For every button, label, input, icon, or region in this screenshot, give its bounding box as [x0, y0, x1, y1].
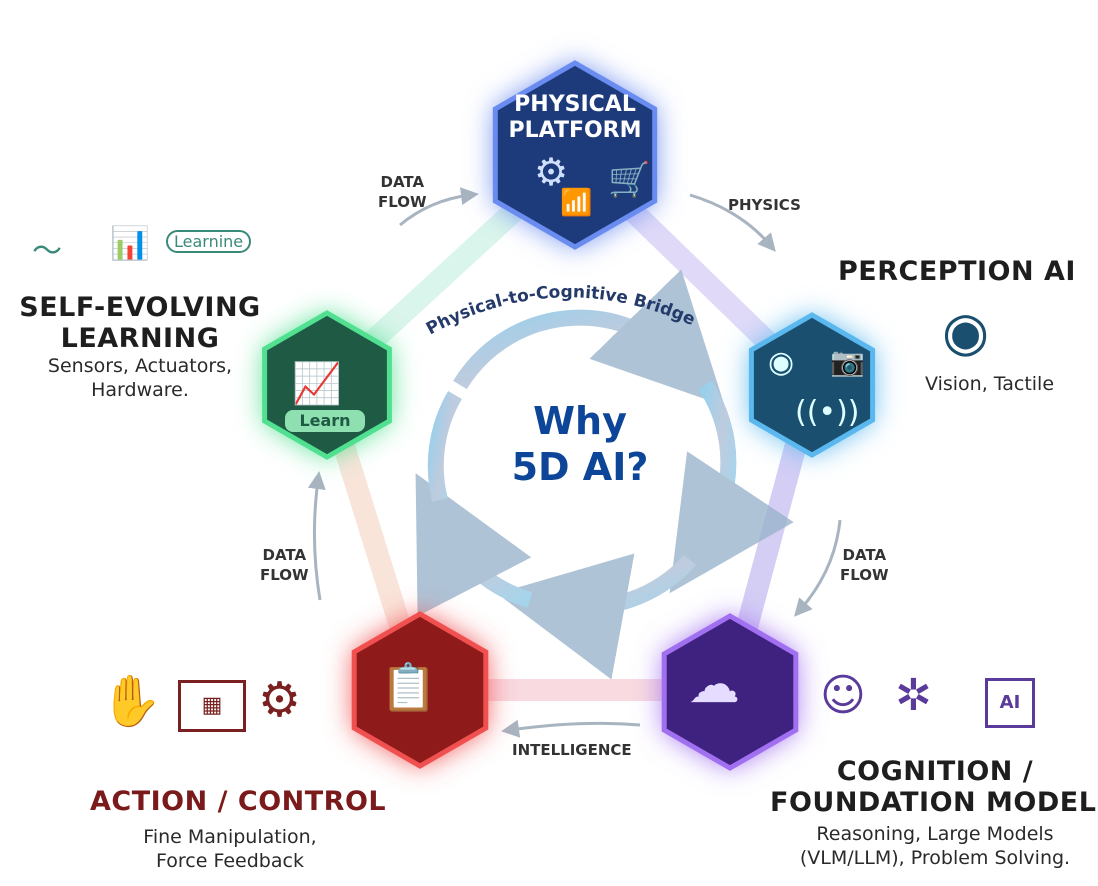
edge-line: DATA [262, 546, 307, 564]
center-title: Why 5D AI? [480, 398, 680, 490]
edge-label-right: DATA FLOW [840, 545, 889, 585]
title-line: COGNITION / [836, 756, 1034, 787]
center-line1: Why [533, 399, 627, 443]
eye-icon: ◉ [768, 345, 795, 380]
action-title: ACTION / CONTROL [90, 786, 387, 817]
edge-line: FLOW [378, 193, 427, 211]
edge-line: FLOW [260, 566, 309, 584]
neural-network-icon: ✲ [895, 670, 932, 721]
agv-robot-icon: 🛒 [608, 160, 651, 200]
subtitle-line: (VLM/LLM), Problem Solving. [799, 847, 1071, 869]
perception-hex [748, 312, 876, 458]
flow-arrow-top-left [399, 187, 479, 227]
center-line2: 5D AI? [511, 445, 649, 489]
physical-platform-title: PHYSICAL PLATFORM [495, 92, 655, 144]
megaphone-hand-icon: 📋 [380, 660, 438, 714]
camera-icon: 📷 [830, 345, 865, 378]
motor-icon: ⚙ [258, 672, 302, 728]
subtitle-line: Reasoning, Large Models [816, 823, 1054, 845]
bridge-label: Physical-to-Cognitive Bridge [423, 282, 698, 339]
edge-label-bottom: INTELLIGENCE [512, 741, 632, 759]
subtitle-line: Hardware. [91, 379, 189, 401]
robot-arm-icon: ⚙ [534, 150, 569, 194]
eye-icon: ◉ [942, 300, 990, 363]
antenna-icon: ((•)) [795, 395, 860, 430]
growth-chart-icon-hex: 📈 [292, 361, 342, 407]
subtitle-line: Sensors, Actuators, [47, 355, 233, 377]
edge-line: DATA [380, 173, 425, 191]
learning-label: SELF-EVOLVING LEARNING Sensors, Actuator… [10, 292, 270, 402]
cycle-ring [415, 269, 794, 680]
control-panel-icon: ▦ [178, 680, 246, 732]
title-line: SELF-EVOLVING [19, 292, 261, 323]
subtitle-line: Fine Manipulation, [143, 826, 317, 848]
subtitle-line: Force Feedback [156, 850, 304, 872]
flow-arrow-bottom [501, 719, 641, 738]
learning-loop-icon: Learnine [166, 230, 252, 253]
flow-arrow-top-right [689, 193, 776, 252]
title-line: LEARNING [60, 323, 220, 354]
hand-icon: ✋ [100, 672, 163, 730]
perception-subtitle: Vision, Tactile [925, 373, 1055, 395]
wireless-sensor-icon: 📶 [560, 188, 593, 218]
physical-hex [492, 60, 658, 250]
flow-arrow-left [307, 471, 326, 601]
head-brain-icon: ☺ [820, 670, 866, 721]
title-line: PLATFORM [508, 118, 642, 143]
edge-label-top-right: PHYSICS [728, 196, 801, 214]
ai-chip-icon: AI [985, 678, 1035, 728]
edge-label-top-left: DATA FLOW [378, 172, 427, 212]
edge-line: FLOW [840, 566, 889, 584]
title-line: FOUNDATION MODELS [770, 787, 1098, 818]
title-line: PHYSICAL [514, 92, 636, 117]
bar-chart-icon: 📊 [110, 224, 150, 262]
perception-label: PERCEPTION AI [838, 256, 1076, 287]
edge-label-left: DATA FLOW [260, 545, 309, 585]
action-hex [351, 611, 489, 769]
edge-line: DATA [842, 546, 887, 564]
learn-badge: Learn [285, 410, 365, 432]
perception-title: PERCEPTION AI [838, 256, 1076, 287]
cognition-hex [661, 613, 799, 771]
brain-icon: ☁ [688, 655, 740, 715]
cognition-label: COGNITION / FOUNDATION MODELS Reasoning,… [770, 756, 1098, 870]
action-label: ACTION / CONTROL Fine Manipulation, Forc… [90, 786, 387, 873]
flow-arrow-right [794, 519, 842, 617]
growth-chart-icon: 〜 [32, 234, 62, 269]
